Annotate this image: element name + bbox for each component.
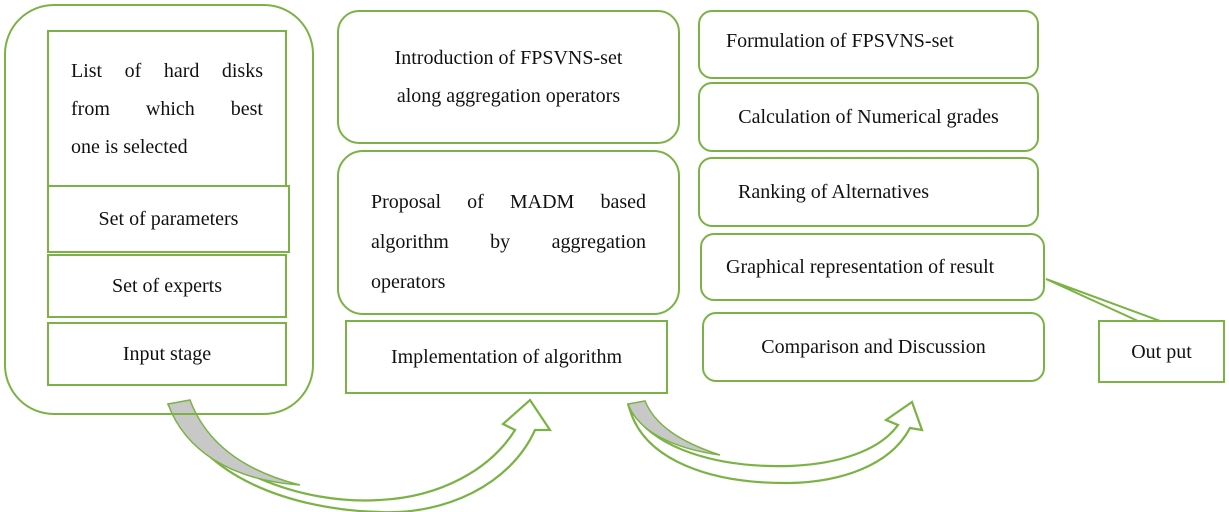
introduction-line-1: Introduction of FPSVNS-set: [394, 47, 623, 69]
flow-arrow-input-to-method: [167, 398, 553, 512]
comparison-box: Comparison and Discussion: [702, 312, 1045, 382]
flow-arrow-method-to-result: [626, 400, 924, 485]
hard-disks-line-1: List of hard disks: [71, 59, 263, 82]
proposal-line-1: Proposal of MADM based: [371, 191, 646, 213]
calculation-label: Calculation of Numerical grades: [738, 106, 999, 128]
graphical-label: Graphical representation of result: [726, 256, 995, 278]
calculation-box: Calculation of Numerical grades: [698, 82, 1039, 152]
input-stage-container: [4, 4, 314, 415]
output-label: Out put: [1131, 340, 1192, 363]
proposal-line-2: algorithm by aggregation: [371, 231, 646, 253]
parameters-label: Set of parameters: [98, 208, 239, 230]
experts-label: Set of experts: [112, 275, 222, 297]
hard-disks-box: List of hard disks from which best one i…: [47, 30, 287, 187]
flow-arrow-input-shadow: [166, 399, 301, 486]
experts-box: Set of experts: [47, 254, 287, 318]
flow-arrow-method-shadow: [626, 400, 721, 456]
parameters-box: Set of parameters: [47, 185, 290, 253]
input-stage-box: Input stage: [47, 322, 287, 386]
proposal-box: Proposal of MADM based algorithm by aggr…: [337, 150, 680, 315]
formulation-label: Formulation of FPSVNS-set: [726, 30, 954, 52]
ranking-box: Ranking of Alternatives: [698, 157, 1039, 227]
output-callout-pointer: [1045, 278, 1161, 322]
comparison-label: Comparison and Discussion: [761, 336, 986, 358]
introduction-box: Introduction of FPSVNS-set along aggrega…: [337, 10, 680, 144]
formulation-box: Formulation of FPSVNS-set: [698, 10, 1039, 79]
introduction-line-2: along aggregation operators: [396, 85, 621, 107]
input-stage-label: Input stage: [122, 343, 212, 365]
implementation-label: Implementation of algorithm: [390, 346, 623, 368]
hard-disks-line-3: one is selected: [71, 135, 188, 158]
implementation-box: Implementation of algorithm: [345, 320, 668, 394]
hard-disks-line-2: from which best: [71, 97, 263, 120]
ranking-label: Ranking of Alternatives: [738, 181, 930, 203]
output-box: Out put: [1098, 320, 1225, 383]
proposal-line-3: operators: [371, 271, 446, 293]
graphical-box: Graphical representation of result: [700, 233, 1045, 301]
